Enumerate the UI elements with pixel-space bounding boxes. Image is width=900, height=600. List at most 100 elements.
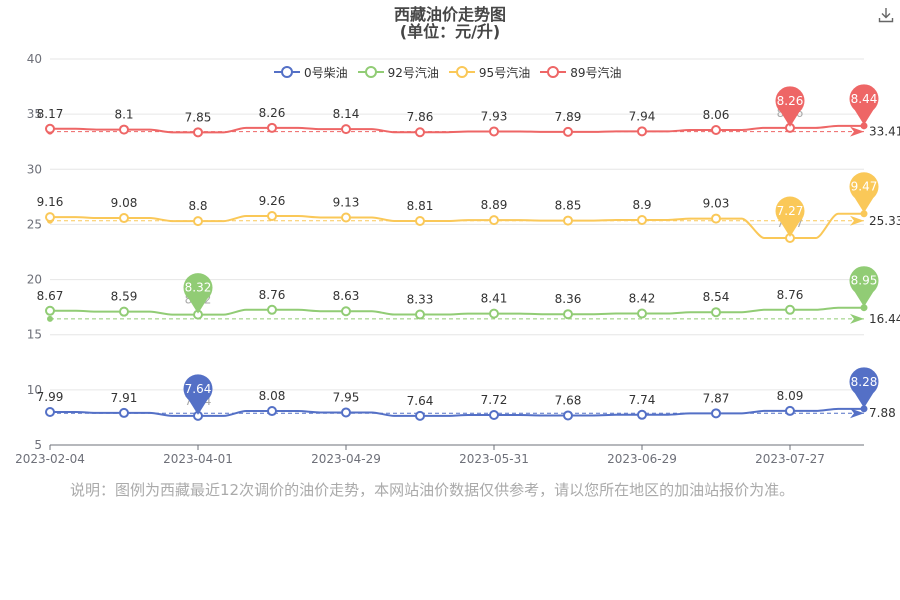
data-label: 7.89	[555, 110, 582, 124]
data-label: 7.72	[481, 393, 508, 407]
data-label: 8.76	[259, 288, 286, 302]
data-label: 7.68	[555, 393, 582, 407]
data-point	[45, 123, 55, 134]
data-point	[563, 215, 573, 226]
y-tick-label: 5	[34, 438, 42, 452]
data-point	[267, 122, 277, 133]
data-point	[637, 126, 647, 137]
pin-tail	[854, 108, 874, 125]
pin-tail	[188, 297, 208, 314]
data-label: 8.42	[629, 292, 656, 306]
pin-marker	[183, 374, 213, 404]
data-point	[637, 409, 647, 420]
data-label: 8.09	[777, 389, 804, 403]
data-label: 8.8	[188, 199, 207, 213]
pin-tail	[854, 290, 874, 307]
data-point	[563, 126, 573, 137]
data-point	[341, 212, 351, 223]
x-tick-label: 2023-06-29	[607, 452, 677, 466]
download-icon[interactable]	[877, 6, 895, 24]
data-point	[563, 410, 573, 421]
average-arrow	[850, 313, 864, 324]
data-label: 8.08	[259, 389, 286, 403]
average-arrow	[850, 408, 864, 419]
pin-label: 7.27	[777, 204, 804, 218]
legend-swatch-icon	[274, 66, 300, 78]
data-label: 8.63	[333, 289, 360, 303]
data-label: 7.74	[629, 393, 656, 407]
data-point	[415, 309, 425, 320]
data-label: 7.64	[407, 394, 434, 408]
y-tick-label: 35	[27, 107, 42, 121]
data-point	[785, 405, 795, 416]
x-tick-label: 2023-04-01	[163, 452, 233, 466]
data-point	[119, 306, 129, 317]
data-label: 7.87	[703, 391, 730, 405]
legend-swatch-icon	[540, 66, 567, 78]
data-point	[711, 408, 721, 419]
average-label: 16.44	[869, 312, 900, 326]
legend-item-4[interactable]: 89号汽油	[540, 64, 621, 81]
chart-title: 西藏油价走势图	[393, 5, 506, 24]
data-point	[489, 215, 499, 226]
legend-label: 89号汽油	[570, 65, 622, 80]
average-label: 25.33	[869, 214, 900, 228]
data-label: 8.1	[114, 108, 133, 122]
data-point	[415, 216, 425, 227]
data-point	[489, 126, 499, 137]
data-point	[341, 306, 351, 317]
pin-marker	[849, 84, 879, 114]
data-label: 8.81	[407, 199, 434, 213]
data-point	[637, 215, 647, 226]
data-point	[711, 307, 721, 318]
data-point	[267, 406, 277, 417]
data-label: 7.86	[407, 110, 434, 124]
pin-label: 8.26	[777, 94, 804, 108]
pin-marker	[849, 172, 879, 202]
legend-item-1[interactable]: 0号柴油	[274, 64, 348, 81]
data-label: 8.76	[777, 288, 804, 302]
y-tick-label: 15	[27, 328, 42, 342]
data-label: 8.33	[407, 293, 434, 307]
data-point	[45, 212, 55, 223]
data-label: 8.36	[555, 292, 582, 306]
average-label: 7.88	[869, 406, 896, 420]
legend-item-3[interactable]: 95号汽油	[448, 64, 530, 81]
data-point	[415, 410, 425, 421]
data-label: 8.89	[481, 198, 508, 212]
legend-label: 92号汽油	[387, 65, 439, 80]
data-point	[563, 309, 573, 320]
legend-item-2[interactable]: 92号汽油	[357, 64, 439, 81]
y-tick-label: 30	[27, 162, 42, 176]
data-label: 9.13	[333, 195, 360, 209]
average-arrow	[850, 126, 864, 137]
series-1: 7.887.997.917.648.087.957.647.727.687.74…	[37, 367, 896, 421]
pin-marker	[849, 266, 879, 296]
data-point	[119, 213, 129, 224]
series-line	[50, 306, 864, 316]
pin-tail	[854, 196, 874, 213]
pin-label: 8.95	[851, 274, 878, 288]
data-label: 9.26	[259, 194, 286, 208]
data-label: 7.91	[111, 391, 138, 405]
data-label: 8.14	[333, 107, 360, 121]
data-label: 8.59	[111, 290, 138, 304]
y-tick-label: 40	[27, 52, 42, 66]
pin-marker	[849, 367, 879, 397]
data-point	[193, 127, 203, 138]
data-point	[45, 407, 55, 418]
average-label: 33.41	[869, 125, 900, 139]
data-label: 9.08	[111, 196, 138, 210]
data-point	[785, 304, 795, 315]
data-point	[711, 213, 721, 224]
chart-unit-subtitle: (单位：元/升)	[399, 22, 501, 41]
series-line	[50, 407, 864, 417]
chart-legend: 0号柴油 92号汽油 95号汽油 89号汽油	[274, 63, 621, 81]
legend-label: 0号柴油	[304, 65, 348, 80]
data-label: 9.16	[37, 195, 64, 209]
pin-label: 8.44	[851, 92, 878, 106]
data-label: 8.17	[37, 107, 64, 121]
pin-marker	[183, 273, 213, 303]
